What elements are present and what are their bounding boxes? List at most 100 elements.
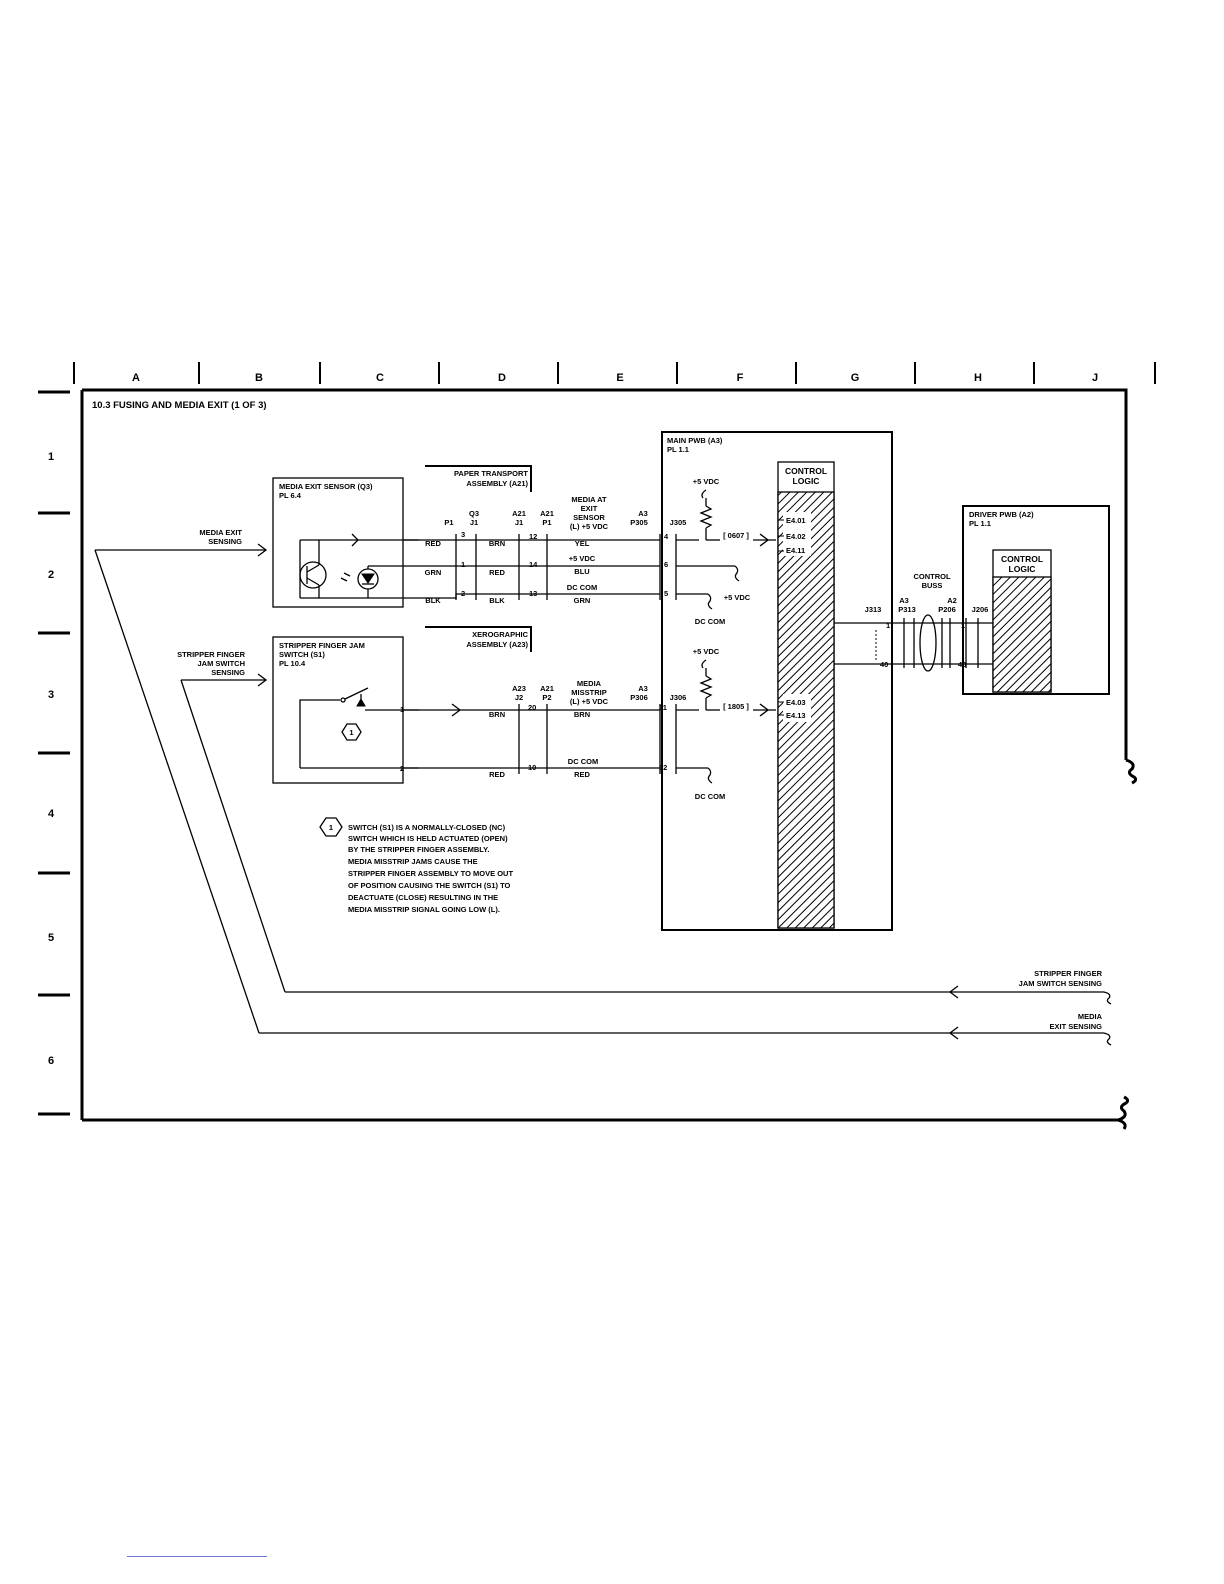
signal-plus5-upper: +5 VDC (569, 554, 596, 563)
media-exit-sensor-name: MEDIA EXIT SENSOR (Q3) (279, 482, 373, 491)
note-1-marker: 1 (349, 728, 353, 737)
arrow-icon (351, 533, 359, 547)
led-icon (357, 565, 419, 598)
pin-m10: 10 (528, 763, 536, 772)
pin-m14: 14 (529, 560, 538, 569)
connector-a21-j1: A21 (512, 509, 526, 518)
column-label-a: A (132, 372, 140, 384)
resistor-icon (699, 489, 713, 540)
note-line-7: DEACTUATE (CLOSE) RESULTING IN THE (348, 893, 498, 902)
row-label-6: 6 (48, 1055, 54, 1067)
xerographic-label-1: XEROGRAPHIC (472, 630, 528, 639)
logic-pin-e411: E4.11 (786, 546, 805, 555)
control-logic-main-2: LOGIC (793, 476, 820, 486)
media-exit-sensing-wire (94, 543, 1112, 1046)
paper-transport-bracket (425, 465, 532, 492)
connector-p206: P206 (938, 605, 956, 614)
connector-p1: P1 (444, 518, 453, 527)
wire-grn-2: GRN (574, 596, 591, 605)
signal-media-misstrip-3: (L) +5 VDC (570, 697, 609, 706)
column-label-d: D (498, 372, 506, 384)
note-line-1: SWITCH (S1) IS A NORMALLY-CLOSED (NC) (348, 823, 506, 832)
column-ruler (73, 362, 1156, 384)
connector-a23: A23 (512, 684, 526, 693)
footer-link-underline[interactable] (127, 1556, 267, 1557)
connector-p305: P305 (630, 518, 648, 527)
pin-f12: 12 (659, 763, 667, 772)
wire-grn-1: GRN (425, 568, 442, 577)
stripper-sensing-label-2: JAM SWITCH (198, 659, 246, 668)
row-label-3: 3 (48, 689, 54, 701)
wire-brn-1: BRN (489, 539, 505, 548)
column-label-j: J (1092, 372, 1098, 384)
media-exit-sensor-box (272, 477, 404, 608)
pin-f5: 5 (664, 589, 668, 598)
signal-plus5-a: +5 VDC (693, 477, 720, 486)
paper-transport-label-2: ASSEMBLY (A21) (466, 479, 528, 488)
row-label-1: 1 (48, 451, 54, 463)
signal-dc-com-b: DC COM (695, 792, 725, 801)
connector-j1-a21: J1 (515, 518, 523, 527)
connector-p1-a21: P1 (542, 518, 551, 527)
code-1805: [ 1805 ] (723, 702, 749, 711)
logic-pin-e403: E4.03 (786, 698, 806, 707)
stripper-sensing-label-3: SENSING (211, 668, 245, 677)
pin-f6: 6 (664, 560, 668, 569)
pin-m13: 13 (529, 589, 537, 598)
connector-p313: P313 (898, 605, 916, 614)
stripper-switch-name-2: SWITCH (S1) (279, 650, 325, 659)
connector-j313: J313 (865, 605, 882, 614)
signal-dc-com-upper: DC COM (567, 583, 597, 592)
media-exit-sensor-ref: PL 6.4 (279, 491, 302, 500)
wire-red-3: RED (489, 770, 505, 779)
media-exit-sensing-right-2: EXIT SENSING (1049, 1022, 1102, 1031)
driver-pwb-name: DRIVER PWB (A2) (969, 510, 1034, 519)
wire-yel: YEL (575, 539, 590, 548)
pin-m12: 12 (529, 532, 537, 541)
control-logic-driver-2: LOGIC (1009, 564, 1036, 574)
column-label-b: B (255, 372, 263, 384)
signal-media-misstrip-2: MISSTRIP (571, 688, 606, 697)
column-label-c: C (376, 372, 384, 384)
row-label-5: 5 (48, 932, 54, 944)
signal-media-at-exit-1: MEDIA AT (571, 495, 607, 504)
resistor-icon (699, 659, 713, 710)
signal-media-at-exit-2: EXIT (581, 504, 598, 513)
note-1-number: 1 (329, 823, 333, 832)
upper-harness-wires (403, 534, 735, 600)
column-label-f: F (737, 372, 744, 384)
xerographic-bracket (425, 626, 532, 652)
signal-dc-com-a: DC COM (695, 617, 725, 626)
connector-q3: Q3 (469, 509, 479, 518)
wire-red-2: RED (489, 568, 505, 577)
media-exit-sensing-label-1: MEDIA EXIT (199, 528, 242, 537)
media-exit-sensing-label-2: SENSING (208, 537, 242, 546)
note-1-hexagon-icon (319, 817, 343, 837)
connector-a3-p313: A3 (899, 596, 909, 605)
signal-plus5-c: +5 VDC (724, 593, 751, 602)
diagram-frame (80, 388, 1138, 1130)
signal-media-at-exit-4: (L) +5 VDC (570, 522, 609, 531)
connector-a21-p2: A21 (540, 684, 554, 693)
control-logic-main-1: CONTROL (785, 466, 827, 476)
wire-blk-2: BLK (489, 596, 505, 605)
connector-p306: P306 (630, 693, 648, 702)
column-label-h: H (974, 372, 982, 384)
note-line-3: BY THE STRIPPER FINGER ASSEMBLY. (348, 845, 489, 854)
connector-j2: J2 (515, 693, 523, 702)
lower-harness-wires (403, 703, 708, 774)
stripper-switch-name-1: STRIPPER FINGER JAM (279, 641, 365, 650)
logic-pin-e401: E4.01 (786, 516, 806, 525)
signal-media-misstrip-1: MEDIA (577, 679, 602, 688)
main-pwb-ref: PL 1.1 (667, 445, 689, 454)
driver-pwb-ref: PL 1.1 (969, 519, 991, 528)
signal-plus5-b: +5 VDC (693, 647, 720, 656)
main-pwb-name: MAIN PWB (A3) (667, 436, 723, 445)
wire-blu: BLU (574, 567, 589, 576)
column-label-g: G (851, 372, 860, 384)
note-line-2: SWITCH WHICH IS HELD ACTUATED (OPEN) (348, 834, 508, 843)
connector-j305: J305 (670, 518, 687, 527)
note-line-6: OF POSITION CAUSING THE SWITCH (S1) TO (348, 881, 511, 890)
note-line-8: MEDIA MISSTRIP SIGNAL GOING LOW (L). (348, 905, 500, 914)
pin-x2: 2 (400, 764, 404, 773)
